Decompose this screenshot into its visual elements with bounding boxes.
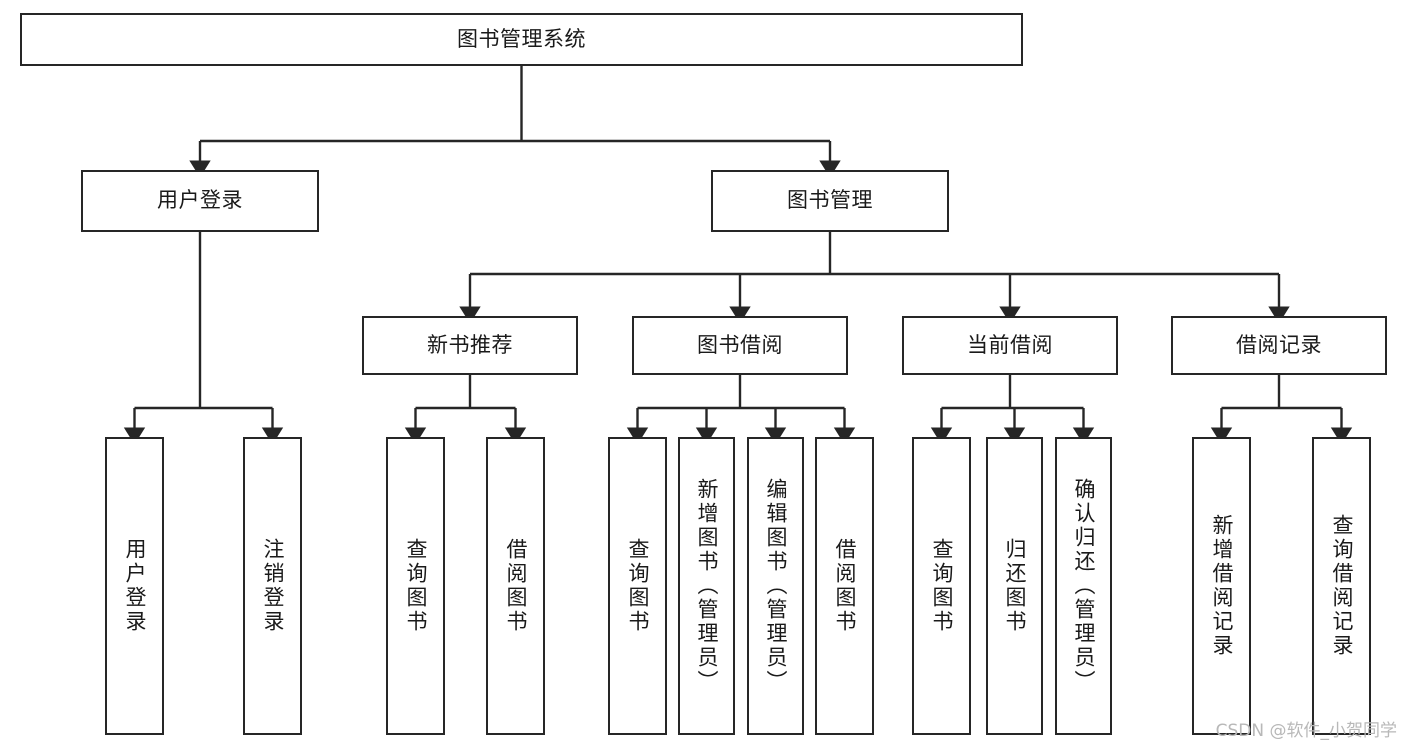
node-label: 查询借阅记录 <box>1330 514 1354 658</box>
node-leaf-query-book-1[interactable]: 查询图书 <box>386 437 445 735</box>
node-leaf-borrow-book-1[interactable]: 借阅图书 <box>486 437 545 735</box>
node-label: 新书推荐 <box>427 332 513 357</box>
node-book-manage[interactable]: 图书管理 <box>711 170 949 232</box>
node-user-login[interactable]: 用户登录 <box>81 170 319 232</box>
node-label: 注销登录 <box>261 538 285 634</box>
node-label: 新增借阅记录 <box>1210 514 1234 658</box>
node-leaf-user-login[interactable]: 用户登录 <box>105 437 164 735</box>
node-current-borrow[interactable]: 当前借阅 <box>902 316 1118 375</box>
node-label: 归还图书 <box>1003 538 1027 634</box>
node-leaf-query-book-2[interactable]: 查询图书 <box>608 437 667 735</box>
node-label: 查询图书 <box>626 538 650 634</box>
node-label: 借阅记录 <box>1236 332 1322 357</box>
node-new-book-rec[interactable]: 新书推荐 <box>362 316 578 375</box>
node-leaf-logout[interactable]: 注销登录 <box>243 437 302 735</box>
node-leaf-add-book[interactable]: 新增图书（管理员） <box>678 437 735 735</box>
node-label: 查询图书 <box>404 538 428 634</box>
node-leaf-query-book-3[interactable]: 查询图书 <box>912 437 971 735</box>
node-leaf-add-record[interactable]: 新增借阅记录 <box>1192 437 1251 735</box>
node-label: 图书管理 <box>787 188 873 213</box>
node-label: 图书管理系统 <box>457 26 586 51</box>
node-label: 查询图书 <box>930 538 954 634</box>
node-label: 新增图书（管理员） <box>695 478 719 694</box>
node-label: 编辑图书（管理员） <box>764 478 788 694</box>
node-leaf-edit-book[interactable]: 编辑图书（管理员） <box>747 437 804 735</box>
node-label: 借阅图书 <box>504 538 528 634</box>
node-label: 图书借阅 <box>697 332 783 357</box>
node-leaf-return-book[interactable]: 归还图书 <box>986 437 1043 735</box>
node-root[interactable]: 图书管理系统 <box>20 13 1023 66</box>
node-borrow-record[interactable]: 借阅记录 <box>1171 316 1387 375</box>
node-label: 当前借阅 <box>967 332 1053 357</box>
node-leaf-confirm-return[interactable]: 确认归还（管理员） <box>1055 437 1112 735</box>
node-label: 确认归还（管理员） <box>1072 478 1096 694</box>
watermark: CSDN @软件_小贺同学 <box>1215 721 1397 741</box>
edge-group <box>123 66 1353 445</box>
node-label: 借阅图书 <box>833 538 857 634</box>
node-leaf-query-record[interactable]: 查询借阅记录 <box>1312 437 1371 735</box>
node-label: 用户登录 <box>157 188 243 213</box>
node-leaf-borrow-book-2[interactable]: 借阅图书 <box>815 437 874 735</box>
node-label: 用户登录 <box>123 538 147 634</box>
node-book-borrow[interactable]: 图书借阅 <box>632 316 848 375</box>
